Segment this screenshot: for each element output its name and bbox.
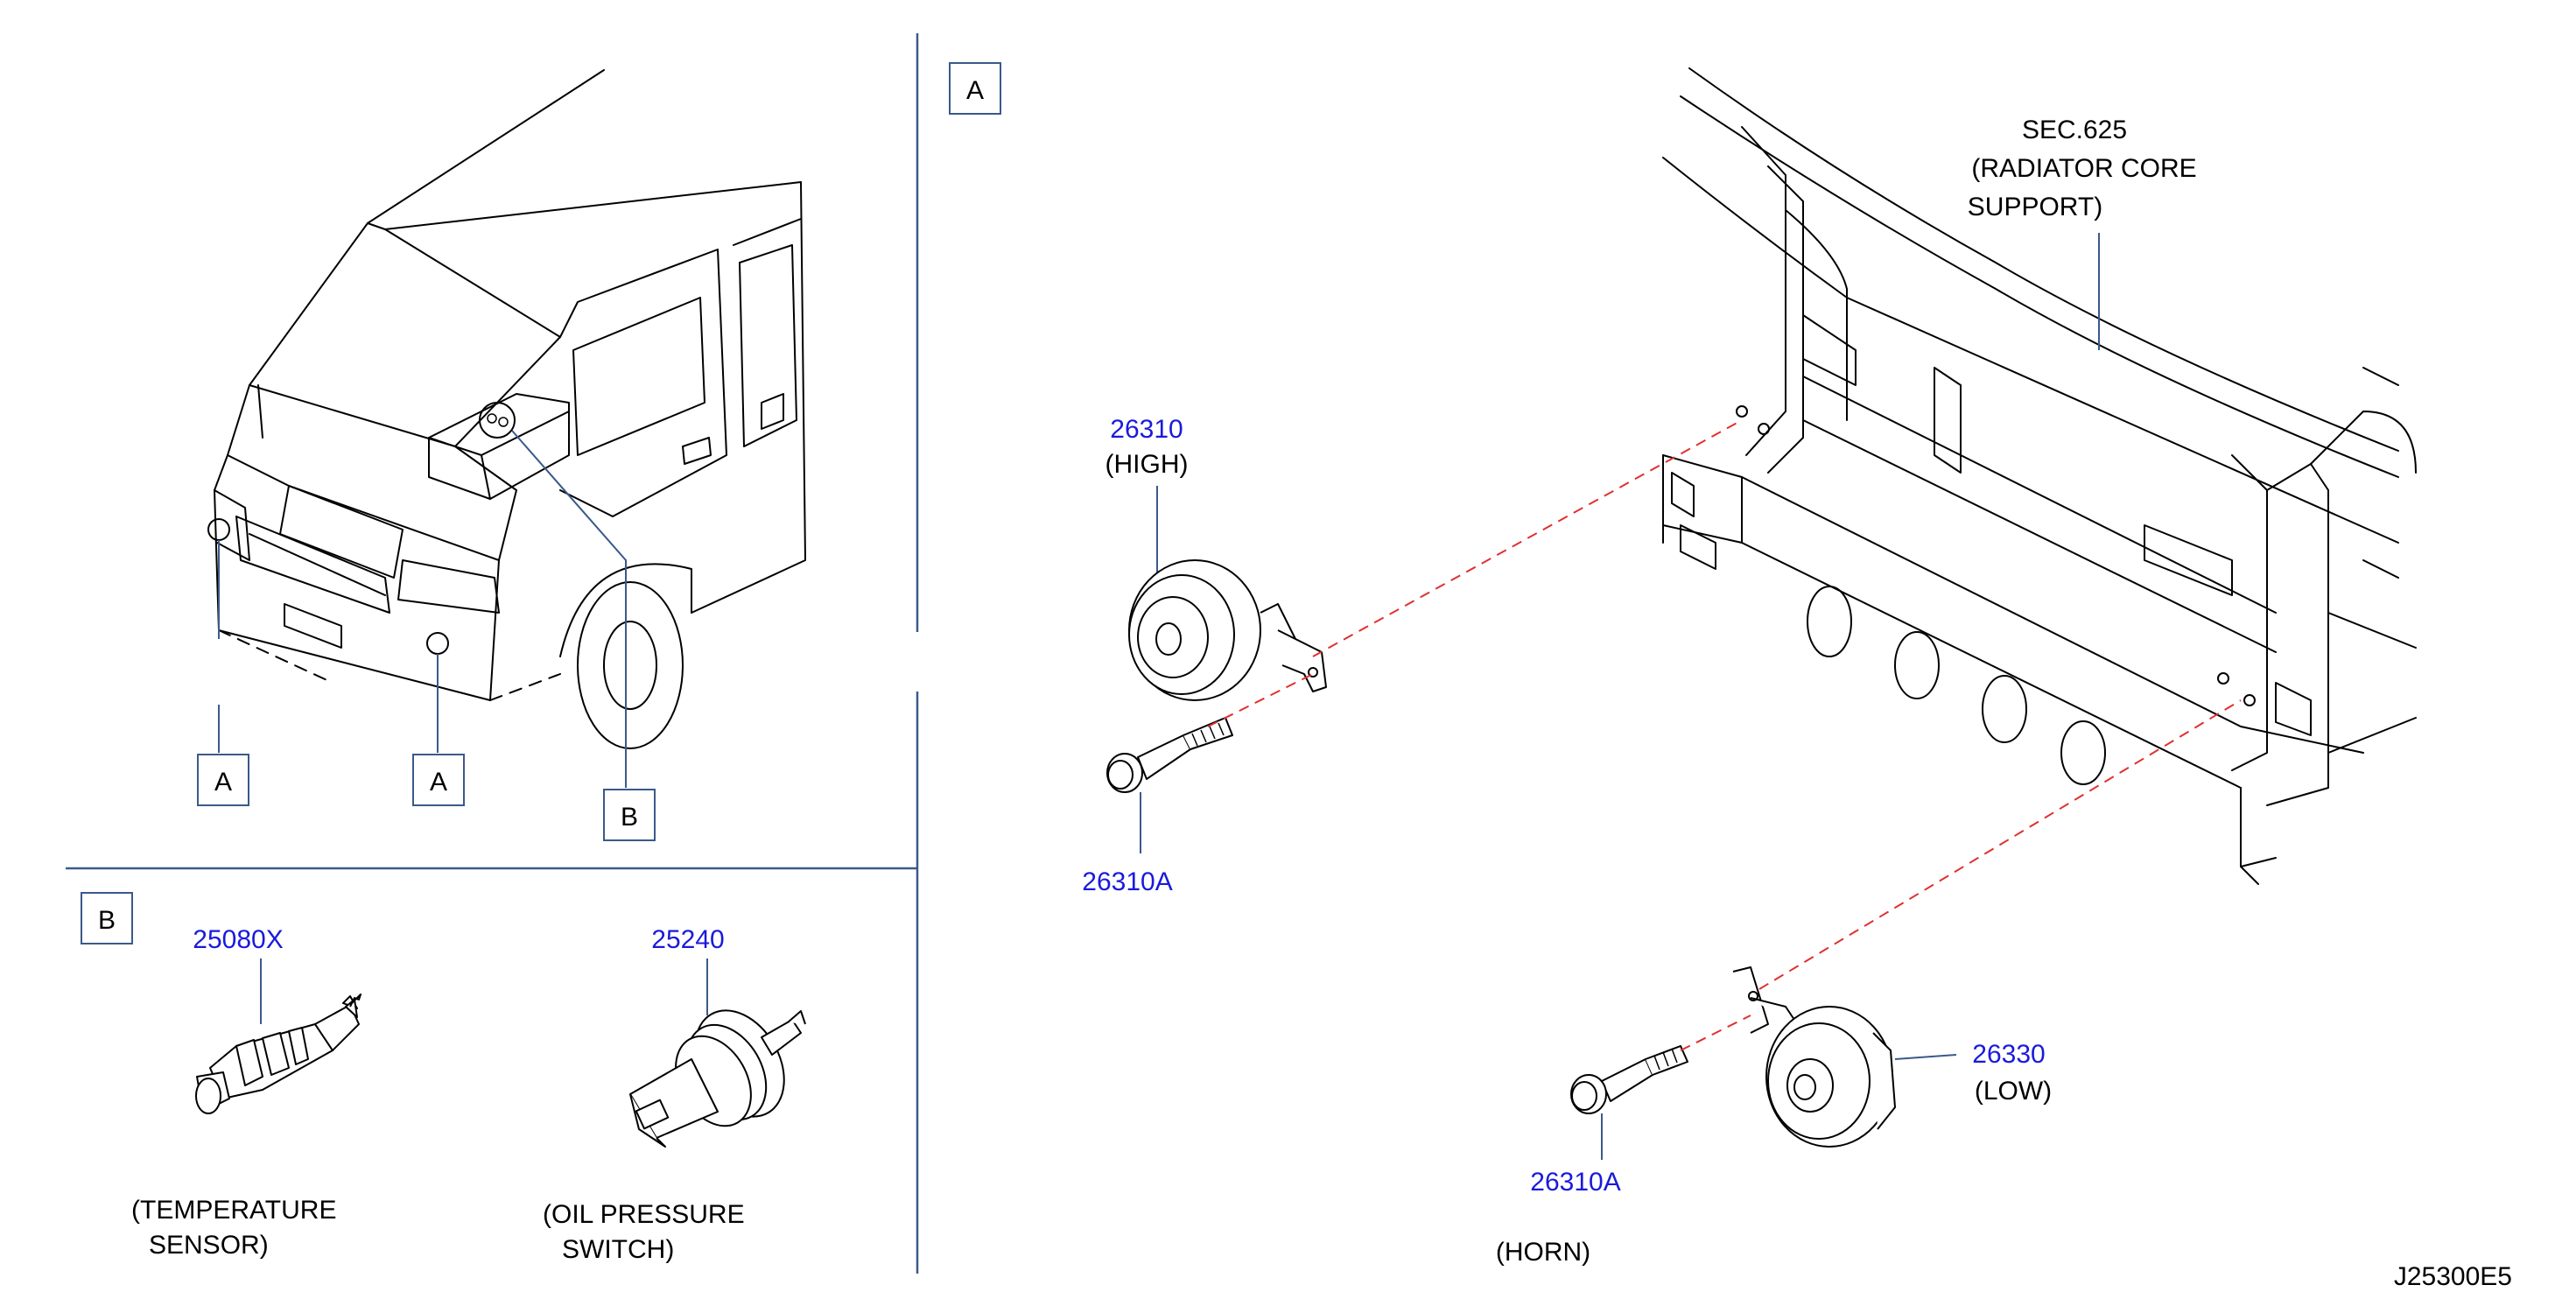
horn-low-part-number: 26330 (1972, 1040, 2045, 1069)
section-reference-line2: SUPPORT) (1968, 193, 2102, 221)
view-b-box: B (81, 892, 133, 944)
callout-a-left: A (197, 754, 249, 806)
oil-switch-caption-1: (OIL PRESSURE (543, 1200, 745, 1229)
temp-sensor-caption-2: SENSOR) (149, 1231, 269, 1260)
callout-a-right-label: A (430, 768, 447, 797)
radiator-core-support (1662, 67, 2417, 885)
callout-b: B (603, 789, 656, 841)
callout-b-label: B (621, 803, 638, 832)
panel-separators (66, 33, 919, 1274)
bolt-upper-part-number: 26310A (1082, 867, 1172, 896)
assembly-lines (1207, 419, 2242, 1051)
bolt-upper: 26310A (1082, 717, 1233, 896)
section-reference: SEC.625 (2022, 116, 2127, 144)
temperature-sensor: 25080X (193, 925, 361, 1114)
oil-switch-part-number: 25240 (651, 925, 724, 954)
view-b-label: B (98, 906, 116, 935)
temp-sensor-caption-1: (TEMPERATURE (131, 1196, 336, 1225)
horn-high: 26310 (HIGH) (1106, 415, 1327, 701)
bolt-lower-part-number: 26310A (1530, 1168, 1620, 1197)
oil-switch-caption-2: SWITCH) (562, 1235, 674, 1264)
horn-high-part-number: 26310 (1110, 415, 1183, 444)
van-illustration (207, 69, 806, 749)
view-a-box: A (949, 62, 1001, 115)
horn-high-note: (HIGH) (1106, 450, 1189, 479)
section-reference-line1: (RADIATOR CORE (1971, 154, 2196, 183)
horn-group-caption: (HORN) (1496, 1238, 1590, 1267)
horn-low: 26330 (LOW) (1732, 966, 2052, 1148)
bolt-lower: 26310A (1530, 1045, 1688, 1197)
temp-sensor-part-number: 25080X (193, 925, 283, 954)
drawing-code: J25300E5 (2394, 1262, 2512, 1291)
view-a-label: A (966, 76, 984, 105)
callout-a-left-label: A (214, 768, 232, 797)
callout-a-right: A (412, 754, 465, 806)
overview-leaders (218, 430, 627, 788)
horn-low-note: (LOW) (1975, 1077, 2052, 1106)
oil-pressure-switch: 25240 (629, 925, 806, 1148)
